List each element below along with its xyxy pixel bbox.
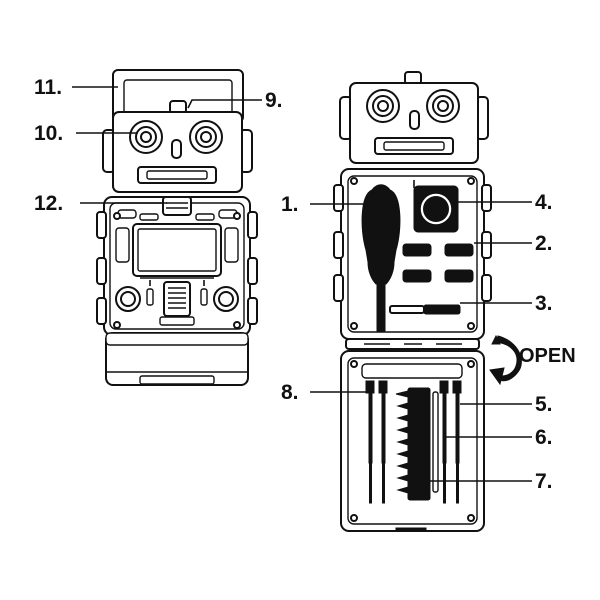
callout-10: 10. <box>34 122 63 145</box>
callout-2: 2. <box>535 232 553 255</box>
callout-5: 5. <box>535 393 553 416</box>
callout-9: 9. <box>265 89 283 112</box>
bit-slots <box>402 243 474 283</box>
callout-1: 1. <box>281 193 299 216</box>
open-robot-figure <box>333 71 492 532</box>
screwdriver-handle <box>361 184 401 333</box>
open-arrow-icon <box>489 334 522 386</box>
precision-drivers-right <box>439 380 462 504</box>
extension-bar <box>389 304 461 315</box>
callout-3: 3. <box>535 292 553 315</box>
bit-socket <box>413 185 459 233</box>
callout-12: 12. <box>34 192 63 215</box>
body-latch <box>162 196 192 216</box>
right-dial <box>213 286 239 312</box>
right-eye <box>189 120 223 154</box>
callout-11: 11. <box>34 76 62 99</box>
speaker-grille <box>163 281 191 317</box>
bit-strip <box>395 387 439 501</box>
left-dial <box>115 286 141 312</box>
callout-7: 7. <box>535 470 553 493</box>
closed-robot-figure <box>96 69 258 386</box>
left-eye <box>129 120 163 154</box>
callout-4: 4. <box>535 191 553 214</box>
nose <box>171 139 182 159</box>
precision-drivers-left <box>365 380 388 504</box>
open-label: OPEN <box>519 345 576 367</box>
callout-8: 8. <box>281 381 299 404</box>
leader-lines <box>72 86 532 482</box>
callout-6: 6. <box>535 426 553 449</box>
